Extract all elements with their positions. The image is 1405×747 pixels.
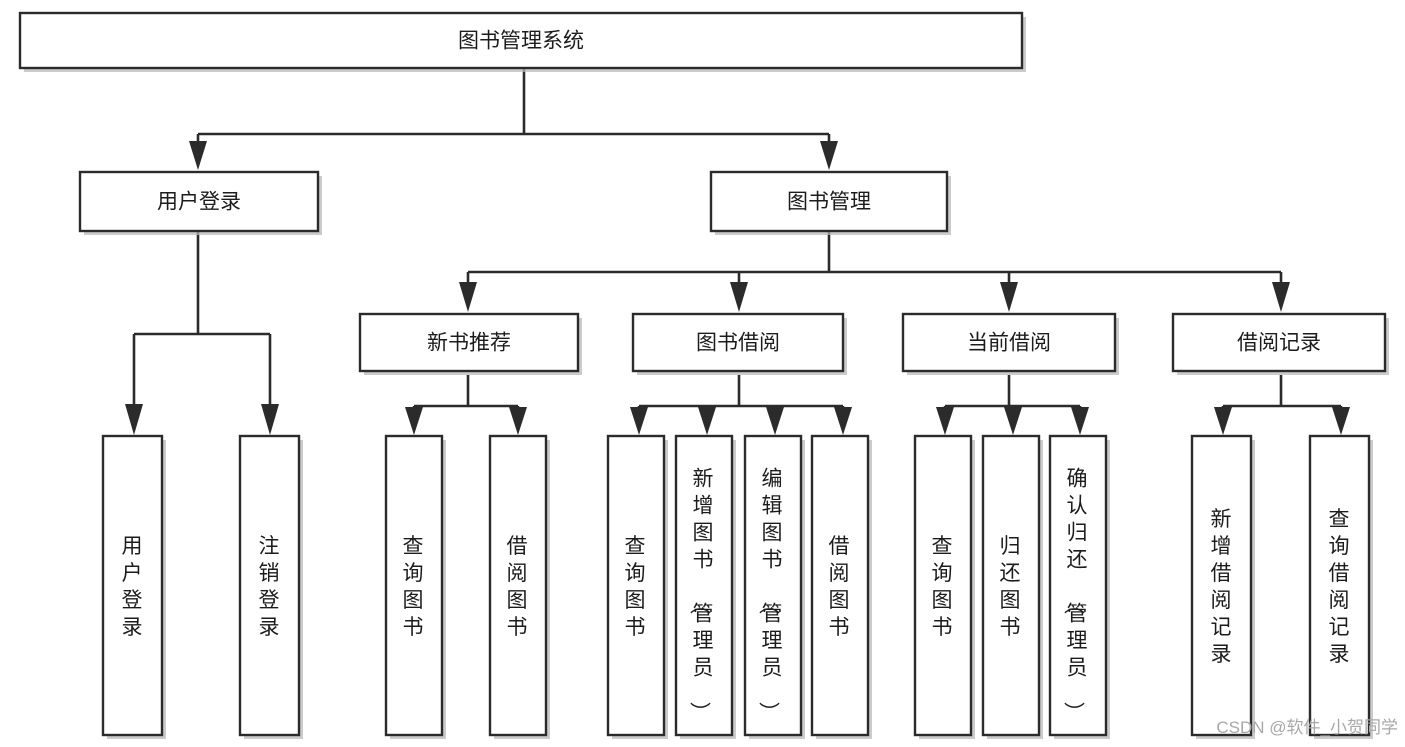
arrow-head-borrowrecord-leaf1: [1214, 407, 1232, 435]
leaf-new-book-2[interactable]: 借阅图书: [488, 434, 550, 739]
node-new-book-recommend-box[interactable]: [358, 312, 580, 373]
leaf-book-borrow-3-box[interactable]: [743, 434, 803, 737]
leaf-new-book-1-label: 查询图书: [403, 535, 424, 639]
arrow-head-currentborrow-leaf3: [1071, 407, 1089, 435]
leaf-user-login-1-label: 用户登录: [122, 535, 143, 639]
leaf-book-borrow-3-label: 编辑图书（管理员）: [757, 468, 783, 723]
node-current-borrow[interactable]: 当前借阅: [901, 312, 1119, 375]
leaf-current-borrow-3-label: 确认归还（管理员）: [1062, 468, 1088, 723]
arrow-head-currentborrow-leaf1: [936, 407, 954, 435]
arrow-head-l3-current-borrow: [1000, 282, 1018, 312]
node-new-book-recommend-label: 新书推荐: [427, 332, 511, 355]
node-user-login-label: 用户登录: [157, 191, 241, 214]
connector-layer: [125, 68, 1350, 435]
arrow-head-userlogin-leaf2: [261, 404, 279, 435]
node-borrow-record[interactable]: 借阅记录: [1171, 312, 1389, 375]
leaf-book-borrow-2[interactable]: 新增图书（管理员）: [674, 434, 736, 739]
leaf-current-borrow-3[interactable]: 确认归还（管理员）: [1048, 434, 1110, 739]
leaf-borrow-record-1-label: 新增借阅记录: [1211, 508, 1232, 666]
node-root-box[interactable]: [18, 11, 1024, 70]
node-root[interactable]: 图书管理系统: [18, 11, 1026, 72]
leaf-current-borrow-1-label: 查询图书: [932, 535, 953, 639]
node-borrow-record-label: 借阅记录: [1237, 332, 1321, 355]
arrow-head-bookborrow-leaf1: [630, 407, 648, 435]
leaf-book-borrow-2-box[interactable]: [674, 434, 734, 737]
leaf-current-borrow-1-box[interactable]: [913, 434, 973, 737]
arrow-head-borrowrecord-leaf2: [1332, 407, 1350, 435]
leaf-user-login-2[interactable]: 注销登录: [238, 434, 303, 739]
leaf-current-borrow-1[interactable]: 查询图书: [913, 434, 975, 739]
leaf-borrow-record-2-label: 查询借阅记录: [1329, 508, 1350, 666]
leaf-new-book-2-box[interactable]: [488, 434, 548, 737]
node-root-label: 图书管理系统: [458, 30, 584, 53]
leaf-current-borrow-2-box[interactable]: [981, 434, 1041, 737]
leaf-user-login-2-label: 注销登录: [259, 535, 280, 639]
leaf-book-borrow-1[interactable]: 查询图书: [606, 434, 668, 739]
leaf-book-borrow-4-label: 借阅图书: [829, 535, 850, 639]
leaf-current-borrow-2-label: 归还图书: [1000, 535, 1021, 639]
arrow-head-l3-book-borrow: [730, 282, 748, 312]
leaf-book-borrow-1-box[interactable]: [606, 434, 666, 737]
node-book-borrow-box[interactable]: [631, 312, 845, 373]
leaf-book-borrow-4-box[interactable]: [810, 434, 870, 737]
node-book-borrow-label: 图书借阅: [696, 332, 780, 355]
leaf-current-borrow-2[interactable]: 归还图书: [981, 434, 1043, 739]
leaf-book-borrow-3[interactable]: 编辑图书（管理员）: [743, 434, 805, 739]
watermark-label: CSDN @软件_小贺同学: [1216, 718, 1398, 737]
arrow-head-bookborrow-leaf3: [766, 407, 784, 435]
leaf-new-book-1-box[interactable]: [384, 434, 444, 737]
node-book-management-box[interactable]: [709, 170, 949, 233]
arrow-head-l3-new-book: [459, 282, 477, 312]
leaf-book-borrow-1-label: 查询图书: [625, 535, 646, 639]
leaf-user-login-1[interactable]: 用户登录: [101, 434, 166, 739]
leaf-new-book-1[interactable]: 查询图书: [384, 434, 446, 739]
node-book-borrow[interactable]: 图书借阅: [631, 312, 847, 375]
node-current-borrow-box[interactable]: [901, 312, 1117, 373]
leaf-new-book-2-label: 借阅图书: [507, 535, 528, 639]
arrow-head-newbook-leaf2: [509, 407, 527, 435]
leaf-book-borrow-4[interactable]: 借阅图书: [810, 434, 872, 739]
node-new-book-recommend[interactable]: 新书推荐: [358, 312, 582, 375]
node-user-login-box[interactable]: [78, 170, 320, 233]
arrow-head-bookborrow-leaf2: [698, 407, 716, 435]
node-book-management-label: 图书管理: [787, 191, 871, 214]
leaf-borrow-record-1-box[interactable]: [1190, 434, 1253, 737]
arrow-head-bookborrow-leaf4: [834, 407, 852, 435]
leaf-current-borrow-3-box[interactable]: [1048, 434, 1108, 737]
arrow-head-currentborrow-leaf2: [1004, 407, 1022, 435]
arrow-head-l3-borrow-record: [1272, 282, 1290, 312]
leaf-user-login-2-box[interactable]: [238, 434, 301, 737]
node-current-borrow-label: 当前借阅: [967, 332, 1051, 355]
node-book-management[interactable]: 图书管理: [709, 170, 951, 235]
leaf-borrow-record-1[interactable]: 新增借阅记录: [1190, 434, 1255, 739]
node-borrow-record-box[interactable]: [1171, 312, 1387, 373]
leaf-borrow-record-2-box[interactable]: [1308, 434, 1371, 737]
node-user-login[interactable]: 用户登录: [78, 170, 322, 235]
leaf-book-borrow-2-label: 新增图书（管理员）: [688, 468, 714, 723]
leaf-borrow-record-2[interactable]: 查询借阅记录: [1308, 434, 1373, 739]
arrow-head-newbook-leaf1: [405, 407, 423, 435]
leaf-user-login-1-box[interactable]: [101, 434, 164, 737]
arrow-head-book-mgmt: [820, 141, 838, 170]
arrow-head-userlogin-leaf1: [125, 404, 143, 435]
arrow-head-user-login: [189, 141, 207, 170]
